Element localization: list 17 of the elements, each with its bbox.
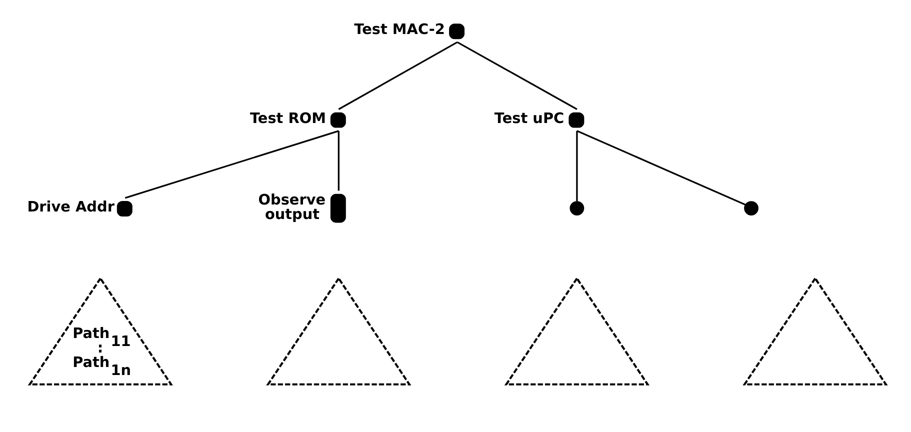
connector: [338, 41, 458, 110]
node-triangle: [742, 276, 888, 386]
connector: [338, 130, 340, 191]
node-circle: [570, 201, 584, 216]
node-triangle: [266, 276, 412, 386]
node-triangle: [504, 276, 650, 386]
connector: [456, 41, 578, 110]
node-label: Test ROM: [250, 110, 326, 127]
node-label: Drive Addr: [27, 200, 114, 216]
connector: [576, 130, 746, 206]
node-circle: [744, 201, 758, 216]
node-label: Test MAC-2: [354, 22, 445, 38]
node-label: Test uPC: [494, 110, 564, 127]
connector: [124, 130, 339, 199]
connector: [576, 130, 578, 202]
node-label: Observe output: [258, 192, 326, 223]
node-box: [330, 194, 346, 223]
